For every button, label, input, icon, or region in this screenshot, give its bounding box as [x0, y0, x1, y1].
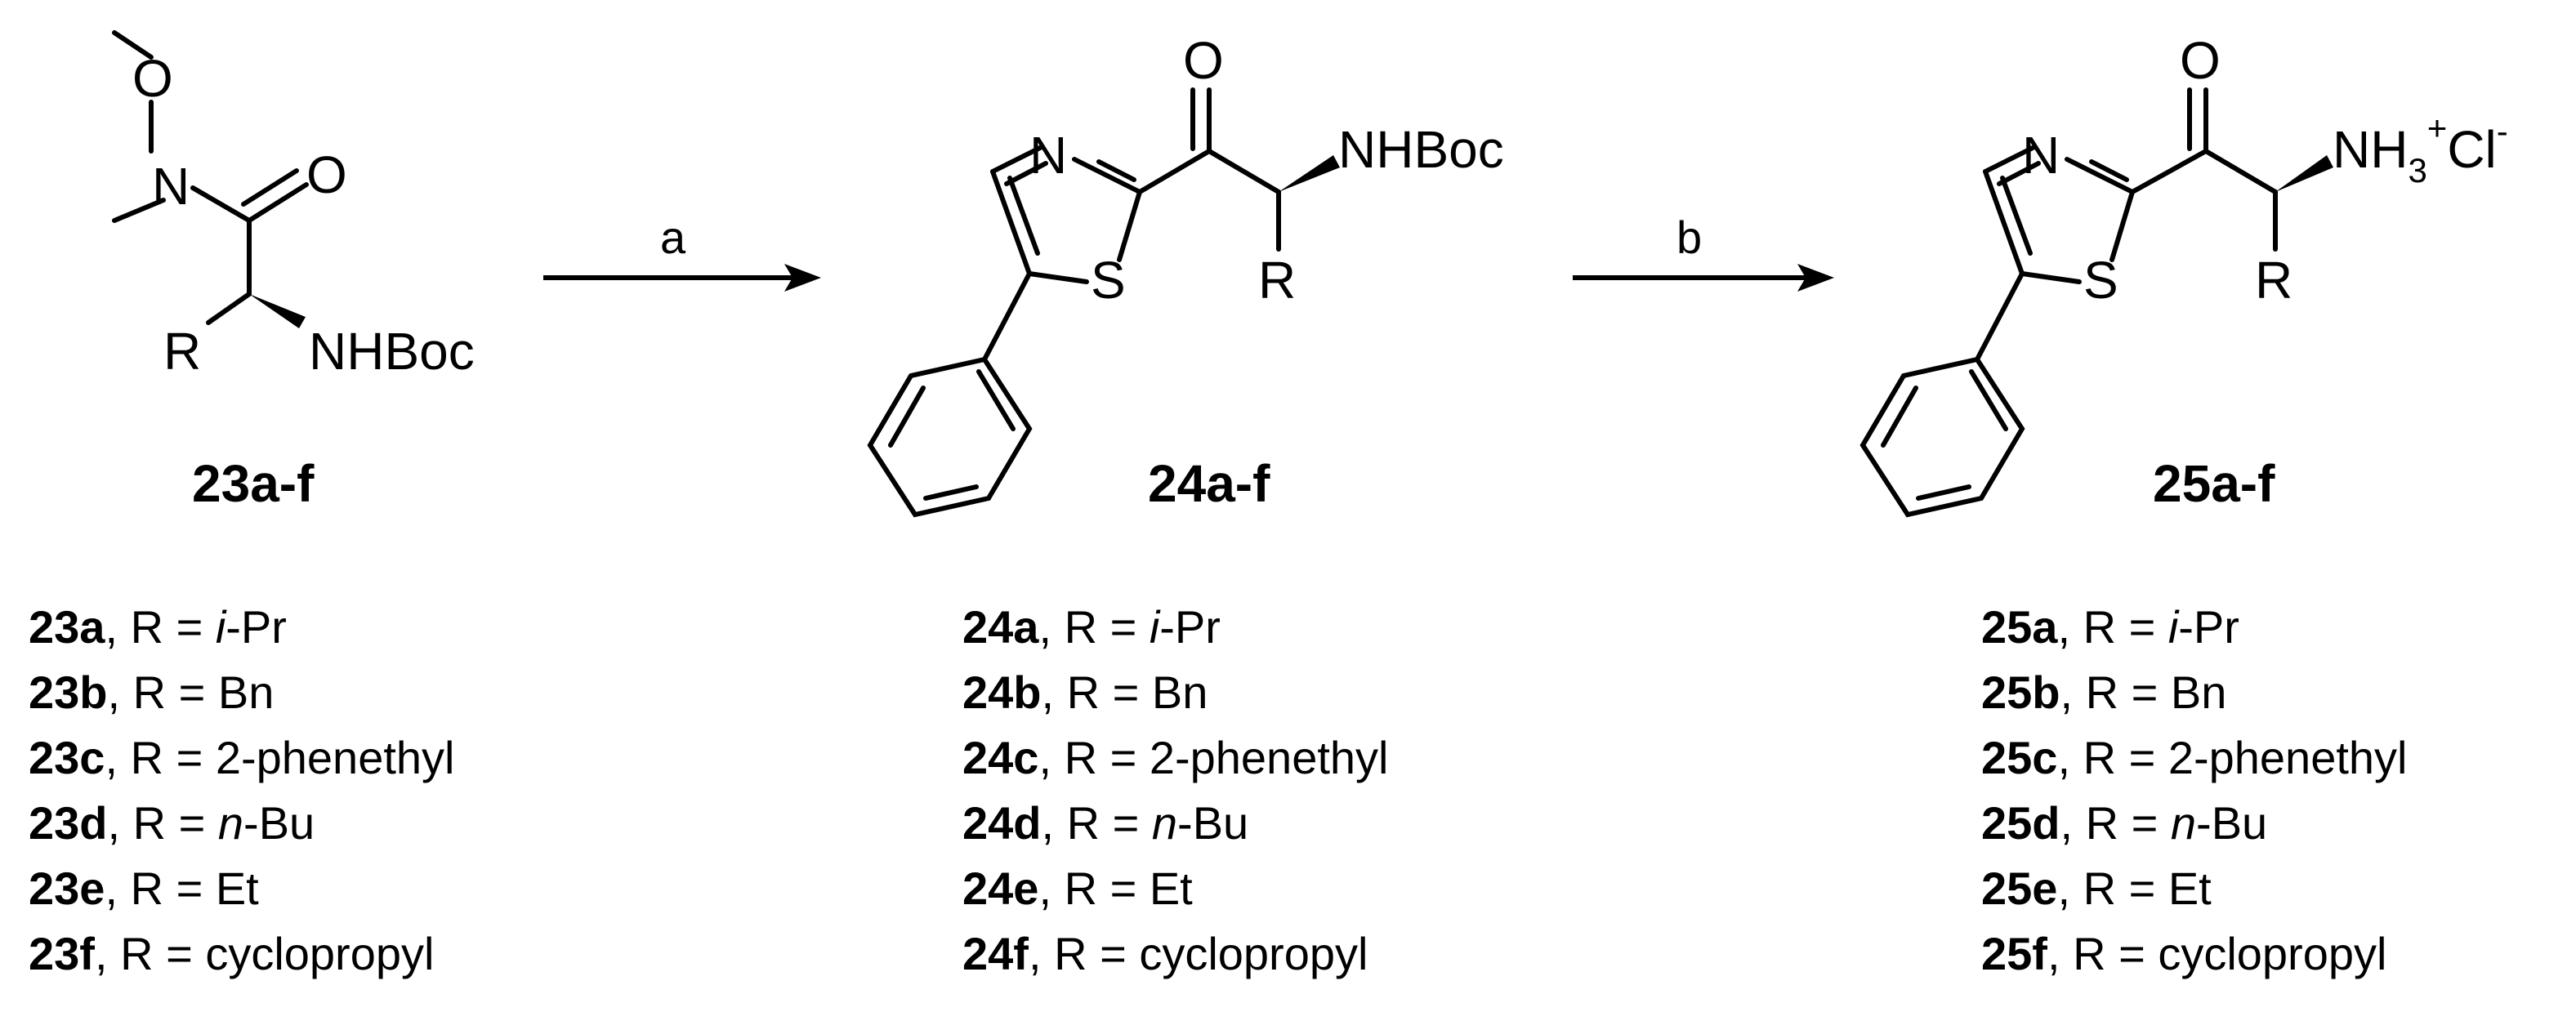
substituent-row: 25f, R = cyclopropyl [1981, 928, 2387, 979]
substituent-row: 24d, R = n-Bu [962, 797, 1249, 849]
substituent-row: 25a, R = i-Pr [1981, 601, 2239, 653]
atom-o-carbonyl: O [306, 145, 347, 204]
substituent-row: 23c, R = 2-phenethyl [29, 732, 455, 783]
atom-n-thiazole: N [1029, 126, 1067, 185]
atom-o-ketone: O [2180, 31, 2221, 90]
atom-r-group: R [1258, 251, 1296, 310]
substituent-row: 24a, R = i-Pr [962, 601, 1221, 653]
atom-nhboc: NHBoc [309, 322, 475, 381]
structure-24: N S O NHBoc R [867, 31, 1504, 518]
atom-s-thiazole: S [2083, 251, 2118, 310]
structure-25: N S O NH3+Cl- R [1859, 31, 2508, 518]
substituent-row: 24e, R = Et [962, 863, 1193, 914]
wedge-bond-23 [249, 294, 306, 328]
substituent-list-25: 25a, R = i-Pr 25b, R = Bn 25c, R = 2-phe… [1981, 595, 2407, 987]
arrow-label-b: b [1676, 212, 1702, 263]
reaction-arrow-b [1573, 264, 1834, 292]
substituent-row: 23e, R = Et [29, 863, 259, 914]
substituent-list-23: 23a, R = i-Pr 23b, R = Bn 23c, R = 2-phe… [29, 595, 454, 987]
atom-n-amide: N [152, 157, 190, 216]
reaction-arrow-a [543, 264, 821, 292]
substituent-row: 25c, R = 2-phenethyl [1981, 732, 2408, 783]
substituent-row: 23a, R = i-Pr [29, 601, 287, 653]
atom-r-group: R [163, 322, 201, 381]
wedge-bond-24 [1279, 155, 1340, 192]
structure-23: O N O R NHBoc [112, 30, 475, 381]
compound-label-24: 24a-f [1148, 454, 1270, 513]
substituent-row: 25b, R = Bn [1981, 667, 2227, 718]
atom-s-thiazole: S [1091, 251, 1126, 310]
atom-o-methoxy: O [132, 49, 173, 108]
substituent-row: 24c, R = 2-phenethyl [962, 732, 1389, 783]
atom-ammonium-chloride: NH3+Cl- [2333, 109, 2508, 189]
substituent-row: 25e, R = Et [1981, 863, 2212, 914]
substituent-list-24: 24a, R = i-Pr 24b, R = Bn 24c, R = 2-phe… [962, 595, 1388, 987]
atom-n-thiazole: N [2022, 126, 2060, 185]
atom-r-group: R [2255, 251, 2293, 310]
substituent-row: 23d, R = n-Bu [29, 797, 315, 849]
substituent-row: 24f, R = cyclopropyl [962, 928, 1368, 979]
substituent-row: 25d, R = n-Bu [1981, 797, 2268, 849]
atom-nhboc: NHBoc [1338, 120, 1504, 179]
substituent-row: 23f, R = cyclopropyl [29, 928, 435, 979]
substituent-row: 24b, R = Bn [962, 667, 1208, 718]
substituent-row: 23b, R = Bn [29, 667, 275, 718]
wedge-bond-25 [2275, 155, 2333, 192]
atom-o-ketone: O [1183, 31, 1224, 90]
arrow-label-a: a [660, 212, 686, 263]
compound-label-25: 25a-f [2153, 454, 2275, 513]
compound-label-23: 23a-f [192, 454, 315, 513]
